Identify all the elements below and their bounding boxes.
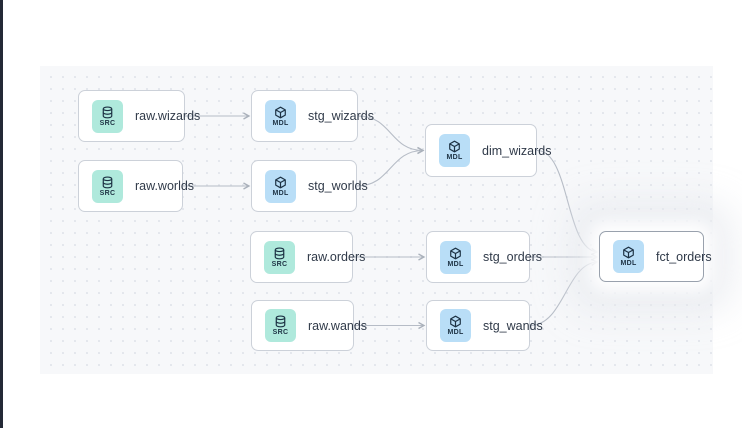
database-icon: [275, 315, 286, 328]
badge-label: SRC: [99, 119, 116, 127]
node-label: raw.wands: [308, 318, 368, 333]
source-type-badge: SRC: [264, 240, 295, 274]
cube-icon: [623, 246, 634, 259]
node-raw-orders[interactable]: SRC raw.orders: [250, 231, 365, 283]
source-type-badge: SRC: [265, 309, 296, 342]
node-label: fct_orders: [656, 249, 712, 264]
cube-icon: [450, 247, 461, 259]
node-label: stg_wizards: [308, 109, 374, 123]
node-stg-orders[interactable]: MDL stg_orders: [426, 231, 542, 283]
source-type-badge: SRC: [92, 169, 123, 203]
badge-label: SRC: [272, 329, 289, 336]
model-type-badge: MDL: [440, 309, 471, 342]
node-fct-orders[interactable]: MDL fct_orders: [599, 231, 712, 282]
node-label: raw.wizards: [135, 109, 201, 123]
model-type-badge: MDL: [613, 240, 644, 273]
badge-label: MDL: [446, 154, 463, 161]
node-label: raw.orders: [307, 250, 366, 264]
badge-label: SRC: [271, 260, 288, 268]
badge-label: MDL: [447, 260, 464, 268]
node-raw-worlds[interactable]: SRC raw.worlds: [78, 160, 194, 212]
node-label: dim_wizards: [482, 143, 552, 158]
model-type-badge: MDL: [265, 99, 296, 133]
node-stg-wands[interactable]: MDL stg_wands: [426, 300, 543, 351]
node-label: stg_orders: [483, 250, 543, 264]
cube-icon: [275, 106, 286, 118]
node-raw-wizards[interactable]: SRC raw.wizards: [78, 90, 200, 142]
node-label: stg_worlds: [308, 179, 368, 193]
badge-label: SRC: [99, 189, 116, 197]
cube-icon: [449, 140, 460, 153]
cube-icon: [450, 315, 461, 328]
database-icon: [274, 246, 285, 259]
node-label: raw.worlds: [135, 179, 195, 193]
node-stg-worlds[interactable]: MDL stg_worlds: [251, 160, 368, 212]
edge-stg-wands-to-fct-orders: [529, 258, 599, 327]
node-label: stg_wands: [483, 318, 543, 333]
badge-label: MDL: [620, 260, 637, 267]
database-icon: [102, 105, 113, 118]
database-icon: [102, 175, 113, 188]
window-left-edge: [0, 0, 3, 428]
cube-icon: [275, 176, 286, 188]
model-type-badge: MDL: [440, 240, 471, 274]
model-type-badge: MDL: [265, 169, 296, 203]
source-type-badge: SRC: [92, 99, 123, 133]
node-stg-wizards[interactable]: MDL stg_wizards: [251, 90, 374, 142]
node-raw-wands[interactable]: SRC raw.wands: [251, 300, 367, 351]
badge-label: MDL: [447, 329, 464, 336]
badge-label: MDL: [272, 119, 289, 127]
badge-label: MDL: [272, 189, 289, 197]
node-dim-wizards[interactable]: MDL dim_wizards: [425, 124, 551, 177]
lineage-canvas[interactable]: SRC raw.wizards MDL stg_wizards SRC raw.…: [40, 66, 713, 374]
edge-dim-wizards-to-fct-orders: [536, 149, 599, 256]
model-type-badge: MDL: [439, 134, 470, 167]
